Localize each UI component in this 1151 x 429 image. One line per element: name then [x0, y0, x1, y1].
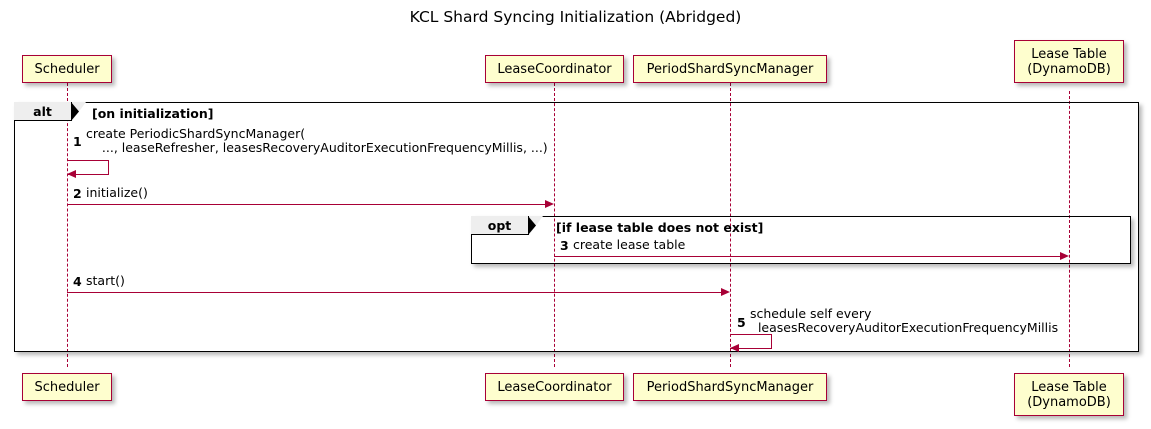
message-4-arrowhead: [721, 288, 730, 296]
fragment-opt-keyword-tab: opt: [471, 216, 529, 235]
participant-leasetable-bottom[interactable]: Lease Table (DynamoDB): [1014, 373, 1124, 416]
lifeline-leasecoordinator: [554, 83, 555, 367]
fragment-opt: [471, 216, 1131, 264]
message-1-self-loop: [67, 160, 109, 175]
participant-leasetable-bottom-label: Lease Table (DynamoDB): [1027, 379, 1111, 410]
message-1-arrowhead: [67, 170, 76, 178]
participant-scheduler-bottom-label: Scheduler: [34, 379, 100, 395]
participant-periodshardsyncmanager-bottom[interactable]: PeriodShardSyncManager: [633, 373, 827, 401]
message-5-number: 5: [737, 315, 746, 330]
message-2-line: [67, 204, 545, 205]
message-3-number: 3: [560, 238, 569, 253]
message-5-self-loop: [730, 334, 772, 349]
participant-leasecoordinator-top[interactable]: LeaseCoordinator: [485, 55, 624, 83]
participant-leasecoordinator-bottom[interactable]: LeaseCoordinator: [485, 373, 624, 401]
message-4-label: start(): [86, 273, 125, 288]
message-5-label: schedule self every leasesRecoveryAudito…: [750, 306, 1059, 335]
message-1-number: 1: [73, 134, 82, 149]
participant-periodshardsyncmanager-top[interactable]: PeriodShardSyncManager: [633, 55, 827, 83]
participant-scheduler-top[interactable]: Scheduler: [22, 55, 112, 83]
participant-periodshardsyncmanager-top-label: PeriodShardSyncManager: [646, 61, 814, 77]
message-2-label: initialize(): [86, 185, 148, 200]
lifeline-leasetable: [1069, 91, 1070, 367]
message-4-number: 4: [73, 274, 82, 289]
lifeline-periodshardsyncmanager: [730, 83, 731, 367]
fragment-alt: [14, 102, 1139, 352]
fragment-opt-condition: [if lease table does not exist]: [556, 220, 764, 235]
message-3-label: create lease table: [573, 237, 686, 252]
message-3-arrowhead: [1060, 252, 1069, 260]
participant-scheduler-bottom[interactable]: Scheduler: [22, 373, 112, 401]
message-1-label: create PeriodicShardSyncManager( ..., le…: [86, 126, 548, 155]
participant-leasetable-top-label: Lease Table (DynamoDB): [1027, 46, 1111, 77]
message-3-line: [554, 256, 1060, 257]
fragment-alt-condition: [on initialization]: [92, 106, 214, 121]
lifeline-scheduler: [67, 83, 68, 367]
message-4-line: [67, 292, 721, 293]
diagram-title: KCL Shard Syncing Initialization (Abridg…: [409, 8, 742, 26]
fragment-alt-keyword: alt: [33, 103, 52, 119]
fragment-alt-keyword-tab: alt: [14, 102, 72, 121]
participant-leasecoordinator-top-label: LeaseCoordinator: [497, 61, 612, 77]
message-2-number: 2: [73, 186, 82, 201]
message-5-arrowhead: [730, 344, 739, 352]
participant-periodshardsyncmanager-bottom-label: PeriodShardSyncManager: [646, 379, 814, 395]
fragment-opt-keyword: opt: [487, 217, 512, 233]
participant-leasecoordinator-bottom-label: LeaseCoordinator: [497, 379, 612, 395]
participant-leasetable-top[interactable]: Lease Table (DynamoDB): [1014, 40, 1124, 83]
participant-scheduler-top-label: Scheduler: [34, 61, 100, 77]
message-2-arrowhead: [545, 200, 554, 208]
